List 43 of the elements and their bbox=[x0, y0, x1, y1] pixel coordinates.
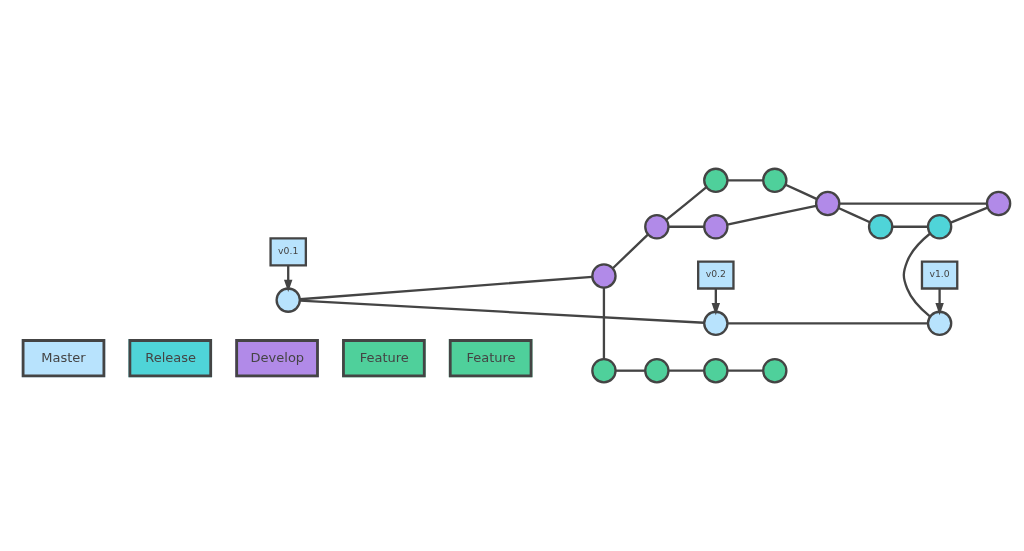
node-circle bbox=[644, 214, 670, 240]
node-circle bbox=[703, 214, 729, 240]
arrow bbox=[935, 288, 944, 316]
connector bbox=[727, 204, 817, 226]
connector bbox=[300, 299, 705, 324]
node-box: v0.1 bbox=[269, 237, 308, 267]
connector bbox=[615, 369, 646, 372]
connector bbox=[950, 206, 988, 224]
connector bbox=[612, 233, 649, 270]
node-circle bbox=[703, 167, 729, 194]
connector bbox=[668, 369, 705, 372]
connector bbox=[727, 322, 928, 325]
connector bbox=[902, 232, 931, 318]
connector bbox=[727, 369, 764, 372]
connector bbox=[299, 275, 593, 301]
node-circle bbox=[867, 214, 894, 240]
connector bbox=[785, 183, 818, 201]
connector bbox=[839, 202, 987, 205]
node-box: v1.0 bbox=[920, 260, 959, 290]
legend-label: Feature bbox=[359, 349, 409, 365]
connector bbox=[668, 225, 705, 228]
connector bbox=[602, 287, 606, 359]
node-circle bbox=[926, 310, 953, 337]
connector bbox=[838, 206, 871, 224]
legend-label: Feature bbox=[466, 349, 516, 365]
node-box: v0.2 bbox=[697, 260, 735, 290]
node-circle bbox=[762, 167, 788, 194]
legend-label: Master bbox=[41, 349, 86, 365]
node-circle bbox=[591, 357, 617, 384]
node-circle bbox=[814, 190, 841, 217]
legend-label: Release bbox=[145, 349, 197, 365]
node-circle bbox=[591, 263, 617, 289]
connector bbox=[665, 186, 707, 221]
node-circle bbox=[275, 287, 301, 313]
node-circle bbox=[926, 214, 953, 240]
connector bbox=[892, 225, 928, 228]
node-circle bbox=[985, 190, 1012, 217]
node-circle bbox=[762, 357, 788, 384]
connector bbox=[727, 179, 764, 182]
legend-label: Develop bbox=[250, 349, 305, 365]
node-circle bbox=[703, 310, 729, 337]
node-circle bbox=[644, 357, 670, 384]
node-circle bbox=[703, 357, 729, 384]
